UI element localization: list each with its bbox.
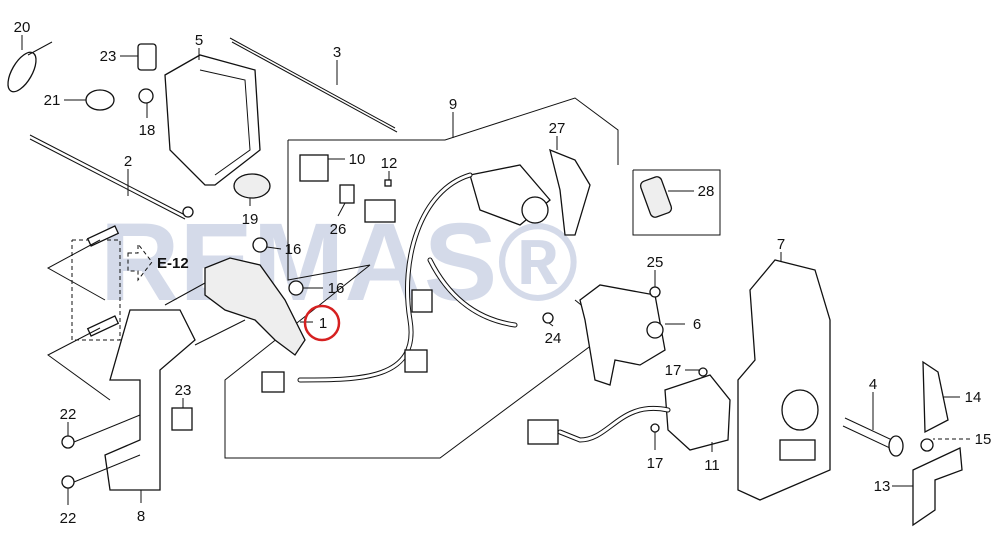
callout-27[interactable]: 27	[549, 120, 566, 137]
switch-11-part	[664, 374, 731, 451]
callout-11[interactable]: 11	[704, 457, 720, 474]
connector-10-part	[299, 154, 329, 182]
callout-16[interactable]: 16	[328, 280, 345, 297]
clip-23-part	[171, 407, 193, 431]
callout-18[interactable]: 18	[139, 122, 156, 139]
callout-23[interactable]: 23	[175, 382, 192, 399]
callout-9[interactable]: 9	[449, 96, 457, 113]
callout-28[interactable]: 28	[698, 183, 715, 200]
callout-22[interactable]: 22	[60, 406, 77, 423]
callout-23[interactable]: 23	[100, 48, 117, 65]
connector-part	[364, 199, 396, 223]
callout-13[interactable]: 13	[874, 478, 891, 495]
leader-lines	[21, 35, 970, 505]
callout-15[interactable]: 15	[975, 431, 992, 448]
ring-15-part	[920, 438, 934, 452]
screw-25-part	[649, 286, 661, 298]
callout-17[interactable]: 17	[665, 362, 682, 379]
callout-5[interactable]: 5	[195, 32, 203, 49]
callout-6[interactable]: 6	[693, 316, 701, 333]
callout-4[interactable]: 4	[869, 376, 877, 393]
assembly-28-boundary	[632, 169, 721, 236]
grommet-19-part	[233, 173, 271, 199]
callout-25[interactable]: 25	[647, 254, 664, 271]
watermark: REMAS®	[100, 201, 578, 324]
reference-e12-label: E-12	[157, 255, 189, 272]
bracket-6-part	[579, 284, 666, 386]
callout-16[interactable]: 16	[285, 241, 302, 258]
assembly-9-boundary	[288, 97, 619, 165]
callout-14[interactable]: 14	[965, 389, 982, 406]
clip-part	[137, 43, 157, 71]
bolt-part	[86, 225, 120, 247]
pin-4-part	[844, 417, 893, 441]
callout-20[interactable]: 20	[14, 19, 31, 36]
callout-12[interactable]: 12	[381, 155, 398, 172]
callout-2[interactable]: 2	[124, 153, 132, 170]
callout-19[interactable]: 19	[242, 211, 259, 228]
callout-3[interactable]: 3	[333, 44, 341, 61]
plate-13-part	[912, 447, 963, 527]
clamp-part	[85, 89, 115, 111]
screw-part	[61, 435, 75, 449]
callout-24[interactable]: 24	[545, 330, 562, 347]
pedal-sensor-part	[204, 257, 306, 356]
pin-12-part	[384, 179, 392, 187]
callout-10[interactable]: 10	[349, 151, 366, 168]
cover-part	[164, 54, 261, 186]
callout-26[interactable]: 26	[330, 221, 347, 238]
callout-7[interactable]: 7	[777, 236, 785, 253]
callout-21[interactable]: 21	[44, 92, 61, 109]
callout-17[interactable]: 17	[647, 455, 664, 472]
bracket-8-part	[104, 309, 196, 491]
connector-part	[527, 419, 559, 445]
callout-8[interactable]: 8	[137, 508, 145, 525]
plate-14-part	[922, 360, 949, 434]
callout-22[interactable]: 22	[60, 510, 77, 527]
cover-7-part	[737, 259, 831, 501]
cable-3-part	[229, 37, 396, 129]
ignition-switch-part	[469, 148, 591, 236]
sleeve-part	[639, 176, 673, 218]
callout-1[interactable]: 1	[319, 315, 327, 332]
grommet-part	[138, 88, 154, 104]
bolt-24-part	[542, 312, 554, 324]
highlight-circle	[303, 304, 341, 342]
cable-tie-part	[7, 41, 53, 93]
connector-26-part	[339, 184, 355, 204]
cable-2-part	[29, 134, 186, 216]
